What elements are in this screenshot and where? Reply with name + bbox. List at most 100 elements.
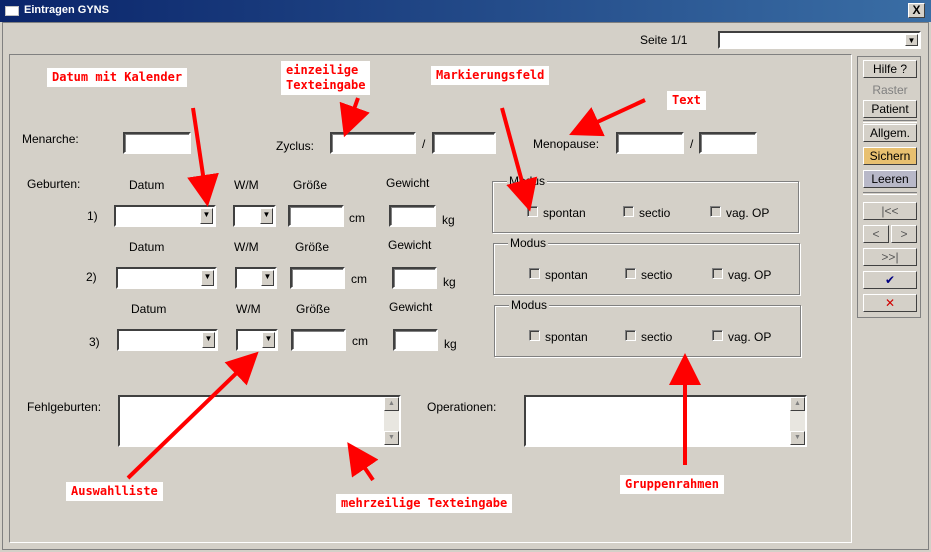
wm-dropdown-icon[interactable]: ▼	[262, 332, 275, 348]
checkbox-spontan-label-2: spontan	[545, 268, 588, 282]
birth-number-3: 3)	[89, 335, 100, 349]
checkbox-sectio-3[interactable]	[625, 330, 636, 341]
page-select[interactable]: ▼	[718, 31, 921, 49]
operationen-scrollbar[interactable]: ▲ ▼	[790, 397, 805, 445]
modus-group-3: Modus	[494, 298, 801, 357]
annotation-auswahlliste: Auswahlliste	[66, 482, 163, 501]
window-icon	[5, 6, 19, 16]
sidebar-divider	[863, 192, 917, 195]
last-record-button[interactable]: >>|	[863, 248, 917, 266]
modus-group-title-3: Modus	[509, 298, 550, 312]
groesse-input-2[interactable]	[290, 267, 345, 289]
calendar-dropdown-icon[interactable]: ▼	[202, 332, 215, 348]
fehlgeburten-textarea[interactable]: ▲ ▼	[118, 395, 401, 447]
wm-dropdown-icon[interactable]: ▼	[261, 270, 274, 286]
title-bar: Eintragen GYNS X	[0, 0, 931, 22]
close-button[interactable]: X	[908, 3, 925, 18]
wm-select-3[interactable]: ▼	[236, 329, 278, 351]
calendar-dropdown-icon[interactable]: ▼	[200, 208, 213, 224]
menopause-separator: /	[690, 137, 694, 151]
col-gewicht-header-2: Gewicht	[388, 238, 432, 252]
checkbox-vagop-label-1: vag. OP	[726, 206, 770, 220]
gewicht-input-1[interactable]	[389, 205, 436, 227]
annotation-einzeilige-line1: einzeilige	[286, 63, 359, 77]
gewicht-input-3[interactable]	[393, 329, 438, 351]
patient-button[interactable]: Patient	[863, 100, 917, 118]
groesse-input-3[interactable]	[291, 329, 346, 351]
fehlgeburten-scrollbar[interactable]: ▲ ▼	[384, 397, 399, 445]
unit-kg-3: kg	[444, 337, 457, 351]
col-groesse-header-3: Größe	[296, 302, 331, 316]
annotation-einzeilige: einzeilige Texteingabe	[281, 61, 371, 95]
checkbox-sectio-2[interactable]	[625, 268, 636, 279]
operationen-textarea[interactable]: ▲ ▼	[524, 395, 807, 447]
date-picker-3[interactable]: ▼	[117, 329, 218, 351]
birth-number-2: 2)	[86, 270, 97, 284]
window-title: Eintragen GYNS	[24, 4, 109, 16]
unit-kg-2: kg	[443, 275, 456, 289]
col-groesse-header-1: Größe	[293, 178, 328, 192]
checkbox-vagop-3[interactable]	[712, 330, 723, 341]
checkbox-spontan-label-1: spontan	[543, 206, 586, 220]
annotation-text: Text	[667, 91, 706, 110]
menopause-input-1[interactable]	[616, 132, 684, 154]
menarche-label: Menarche:	[22, 132, 79, 146]
annotation-datum-kalender: Datum mit Kalender	[47, 68, 188, 87]
col-groesse-header-2: Größe	[295, 240, 330, 254]
checkbox-spontan-1[interactable]	[527, 206, 538, 217]
leeren-button[interactable]: Leeren	[863, 170, 917, 188]
checkbox-spontan-2[interactable]	[529, 268, 540, 279]
next-record-button[interactable]: >	[891, 225, 917, 243]
sichern-button[interactable]: Sichern	[863, 147, 917, 165]
wm-dropdown-icon[interactable]: ▼	[260, 208, 273, 224]
checkbox-vagop-1[interactable]	[710, 206, 721, 217]
scroll-down-icon[interactable]: ▼	[790, 431, 805, 445]
first-record-button[interactable]: |<<	[863, 202, 917, 220]
gewicht-input-2[interactable]	[392, 267, 437, 289]
unit-cm-2: cm	[351, 272, 367, 286]
page-select-dropdown-icon[interactable]: ▼	[905, 34, 918, 46]
calendar-dropdown-icon[interactable]: ▼	[201, 270, 214, 286]
zyklus-input-2[interactable]	[432, 132, 496, 154]
checkbox-sectio-label-3: sectio	[641, 330, 673, 344]
scroll-up-icon[interactable]: ▲	[790, 397, 805, 411]
zyklus-separator: /	[422, 137, 426, 151]
wm-select-2[interactable]: ▼	[235, 267, 277, 289]
col-gewicht-header-1: Gewicht	[386, 176, 430, 190]
scroll-down-icon[interactable]: ▼	[384, 431, 399, 445]
wm-select-1[interactable]: ▼	[233, 205, 276, 227]
unit-cm-3: cm	[352, 334, 368, 348]
checkbox-sectio-label-2: sectio	[641, 268, 673, 282]
operationen-label: Operationen:	[427, 400, 497, 414]
main-panel	[9, 54, 852, 543]
zyklus-input-1[interactable]	[330, 132, 416, 154]
menarche-input[interactable]	[123, 132, 191, 154]
annotation-einzeilige-line2: Texteingabe	[286, 78, 366, 92]
date-picker-2[interactable]: ▼	[116, 267, 217, 289]
col-datum-header-3: Datum	[131, 302, 167, 316]
prev-record-button[interactable]: <	[863, 225, 889, 243]
fehlgeburten-label: Fehlgeburten:	[27, 400, 102, 414]
raster-button: Raster	[863, 81, 917, 99]
date-picker-1[interactable]: ▼	[114, 205, 216, 227]
scroll-up-icon[interactable]: ▲	[384, 397, 399, 411]
ok-check-icon[interactable]: ✔	[863, 271, 917, 289]
checkbox-vagop-2[interactable]	[712, 268, 723, 279]
checkbox-sectio-1[interactable]	[623, 206, 634, 217]
col-wm-header-1: W/M	[234, 178, 259, 192]
birth-number-1: 1)	[87, 209, 98, 223]
modus-group-title-1: Modus	[507, 174, 548, 188]
allgem-button[interactable]: Allgem.	[863, 124, 917, 142]
hilfe-button[interactable]: Hilfe ?	[863, 60, 917, 78]
col-gewicht-header-3: Gewicht	[389, 300, 433, 314]
cancel-x-icon[interactable]: ✕	[863, 294, 917, 312]
groesse-input-1[interactable]	[288, 205, 344, 227]
zyklus-label: Zyclus:	[276, 139, 315, 153]
checkbox-spontan-3[interactable]	[529, 330, 540, 341]
checkbox-spontan-label-3: spontan	[545, 330, 588, 344]
geburten-label: Geburten:	[27, 177, 81, 191]
menopause-input-2[interactable]	[699, 132, 757, 154]
sidebar: Hilfe ? Raster Patient Allgem. Sichern L…	[857, 56, 921, 318]
modus-group-title-2: Modus	[508, 236, 549, 250]
unit-kg-1: kg	[442, 213, 455, 227]
